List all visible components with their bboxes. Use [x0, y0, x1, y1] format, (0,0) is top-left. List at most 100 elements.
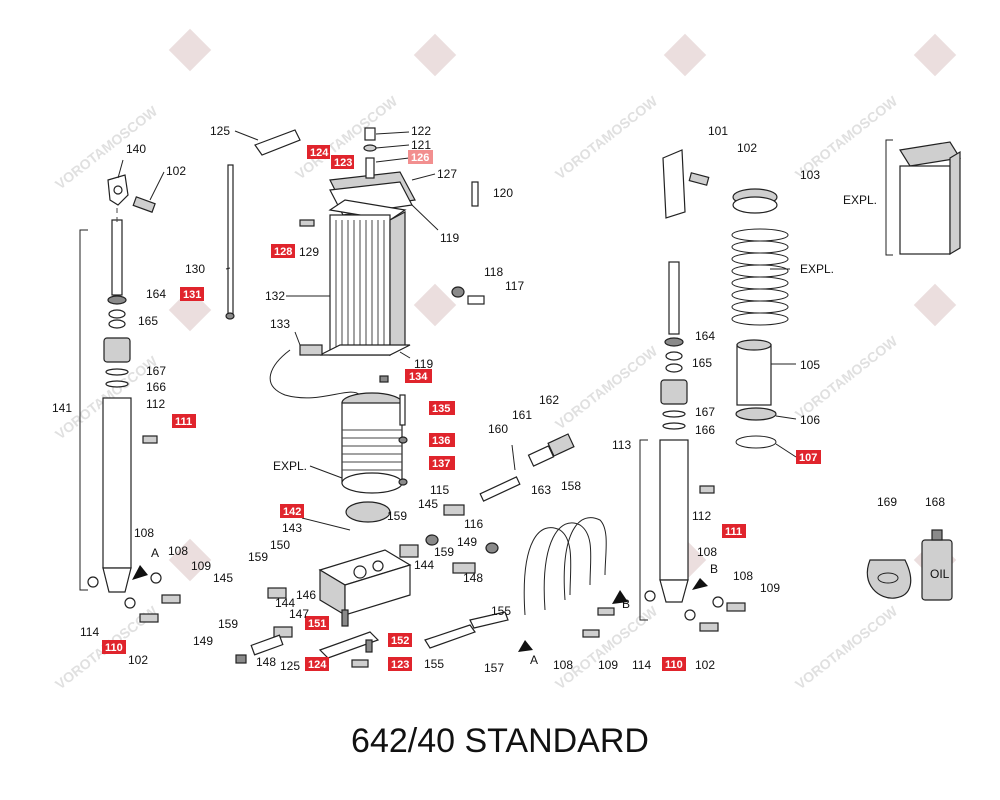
label-166: 166 [146, 380, 166, 394]
label-158: 158 [561, 479, 581, 493]
piston-rod-right [668, 261, 680, 335]
screw-117 [467, 295, 485, 305]
label-148: 148 [463, 571, 483, 585]
ring-107 [735, 435, 777, 449]
bolt-109-right [726, 602, 746, 612]
label-a: A [530, 653, 538, 667]
cylinder-base-left [102, 567, 132, 593]
label-136: 136 [432, 435, 450, 447]
cable-133 [269, 349, 361, 399]
watermark-layer: VOROTAMOSCOW VOROTAMOSCOW VOROTAMOSCOW V… [52, 28, 957, 692]
washer-110-right [684, 609, 696, 621]
label-107: 107 [799, 452, 817, 464]
label-135: 135 [432, 403, 450, 415]
watermark-logo [413, 33, 457, 77]
label-125: 125 [210, 124, 230, 138]
port-hole [353, 565, 367, 579]
label-oil: OIL [930, 567, 950, 581]
valve-147 [273, 626, 293, 638]
watermark-logo [663, 33, 707, 77]
nut-137 [398, 478, 408, 486]
label-159: 159 [218, 617, 238, 631]
washer-108-right [712, 596, 724, 608]
diagram-title: 642/40 STANDARD [351, 722, 649, 760]
label-expl: EXPL. [800, 262, 834, 276]
label-127: 127 [437, 167, 457, 181]
label-147: 147 [289, 607, 309, 621]
seal-164 [107, 295, 127, 305]
label-142: 142 [283, 506, 301, 518]
label-165: 165 [138, 314, 158, 328]
bolt-123 [351, 659, 369, 668]
label-145: 145 [418, 497, 438, 511]
label-109: 109 [598, 658, 618, 672]
bracket-141 [79, 229, 88, 591]
seal-164-right [664, 337, 684, 347]
sleeve-top [736, 339, 772, 351]
oring-166 [105, 380, 129, 388]
valve-block-front [344, 564, 411, 616]
label-102: 102 [128, 653, 148, 667]
bolt-102 [132, 196, 156, 213]
spring-expl [731, 228, 789, 326]
screw-111 [142, 435, 158, 444]
label-159: 159 [248, 550, 268, 564]
watermark-logo [913, 33, 957, 77]
label-133: 133 [270, 317, 290, 331]
label-102: 102 [695, 658, 715, 672]
label-110: 110 [105, 642, 123, 654]
label-129: 129 [299, 245, 319, 259]
pump-142 [345, 501, 391, 523]
label-152: 152 [391, 635, 409, 647]
bolt-135 [399, 394, 406, 426]
highlight-boxes [102, 145, 821, 671]
label-162: 162 [539, 393, 559, 407]
label-102: 102 [737, 141, 757, 155]
label-114: 114 [632, 658, 651, 672]
label-144: 144 [414, 558, 434, 572]
label-151: 151 [308, 618, 326, 630]
oring-166-right [662, 422, 686, 430]
oil-cap [931, 529, 943, 541]
fitting-155a [424, 624, 476, 649]
seal-167-right [662, 410, 686, 418]
watermark-text: VOROTAMOSCOW [552, 602, 661, 692]
label-box-124b [305, 657, 329, 671]
ring-165a [108, 309, 126, 319]
pin-114-right [644, 590, 656, 602]
tank-fins [335, 220, 385, 350]
label-box-137 [429, 456, 455, 470]
label-167: 167 [146, 364, 166, 378]
label-168: 168 [925, 495, 945, 509]
label-box-142 [280, 504, 304, 518]
washer-121 [363, 144, 377, 152]
cap-103-bottom [732, 196, 778, 214]
label-box-136 [429, 433, 455, 447]
label-132: 132 [265, 289, 285, 303]
label-146: 146 [296, 588, 316, 602]
bolt-109-center [582, 629, 600, 638]
label-128: 128 [274, 246, 292, 258]
head-101 [662, 149, 686, 219]
label-131: 131 [183, 289, 201, 301]
label-115: 115 [430, 483, 449, 497]
piston-rod [111, 219, 123, 296]
label-expl: EXPL. [273, 459, 307, 473]
label-123: 123 [391, 659, 409, 671]
label-161: 161 [512, 408, 532, 422]
label-box-111 [172, 414, 196, 428]
bolt-109-center [597, 607, 615, 616]
screw-134 [379, 375, 389, 383]
bracket-expl [885, 139, 893, 256]
label-143: 143 [282, 521, 302, 535]
bolt-102-right-lower [699, 622, 719, 632]
label-169: 169 [877, 495, 897, 509]
screw-111-right [699, 485, 715, 494]
label-110: 110 [665, 659, 683, 671]
base-plate-119 [319, 344, 411, 356]
bolt-102-right [688, 172, 710, 186]
motor-bottom [341, 472, 403, 494]
label-163: 163 [531, 483, 551, 497]
watermark-logo [413, 283, 457, 327]
